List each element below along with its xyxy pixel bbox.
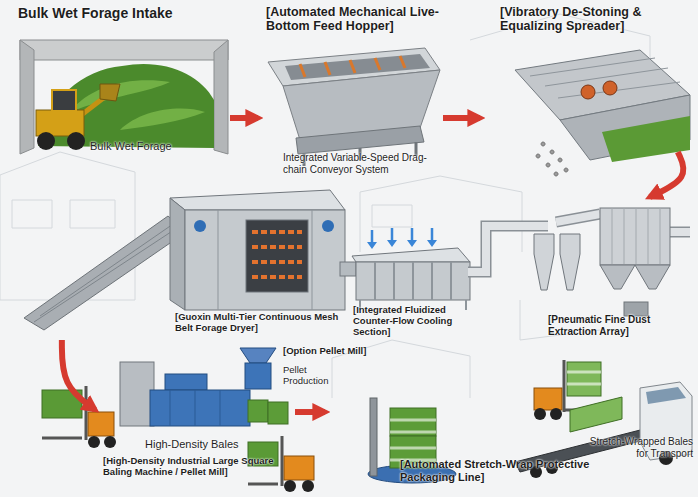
bag-filter-house bbox=[600, 208, 670, 265]
dust-hoppers bbox=[600, 265, 670, 289]
trailer-load bbox=[570, 397, 622, 432]
stage-title: [Automated Mechanical Live-Bottom Feed H… bbox=[266, 5, 440, 34]
wrapper-mast bbox=[370, 398, 377, 476]
forklift-wheel bbox=[534, 408, 546, 420]
baler-press-tower bbox=[120, 362, 154, 426]
stage-caption: Bulk Wet Forage bbox=[90, 140, 210, 153]
loader-bucket bbox=[100, 84, 120, 101]
flow-arrow bbox=[650, 152, 684, 197]
flow-arrow bbox=[62, 340, 95, 410]
dryer-side bbox=[170, 198, 185, 310]
cooler-sections bbox=[360, 262, 466, 310]
dryer-top bbox=[170, 190, 345, 210]
cooling-air-arrows bbox=[372, 228, 432, 244]
screen-mesh bbox=[530, 58, 680, 98]
process-stage: Bulk Wet Forage IntakeBulk Wet Forage bbox=[10, 2, 230, 162]
heated-mesh-belts bbox=[252, 232, 302, 277]
flow-arrow bbox=[295, 409, 325, 415]
cooling-air-heads bbox=[367, 240, 437, 249]
stage-caption: Pellet Production bbox=[283, 365, 343, 387]
spread-forage-mat bbox=[602, 116, 690, 162]
stage-caption: Stretch-Wrapped Bales for Transport bbox=[588, 436, 693, 459]
bunker-back-wall bbox=[20, 40, 228, 60]
forklift-wheel bbox=[284, 480, 296, 492]
stage-title: Bulk Wet Forage Intake bbox=[18, 5, 223, 21]
stage-caption: Integrated Variable-Speed Drag-chain Con… bbox=[283, 152, 433, 175]
removed-stones bbox=[536, 142, 568, 176]
baler-ribs bbox=[170, 390, 220, 426]
bunker-side-wall bbox=[20, 40, 34, 154]
truck-windshield bbox=[646, 387, 686, 404]
process-stage: [Automated Stretch-Wrap Protective Packa… bbox=[325, 400, 698, 497]
forage-highlight bbox=[70, 80, 205, 130]
stage-title: [Pneumatic Fine Dust Extraction Array] bbox=[548, 314, 690, 337]
cooler-top bbox=[352, 248, 470, 262]
flow-arrow bbox=[230, 115, 258, 121]
cyclone-separators bbox=[534, 234, 580, 290]
drag-chain-flights bbox=[300, 56, 405, 77]
forklift-wheel bbox=[302, 480, 314, 492]
brand-logo bbox=[322, 220, 334, 232]
process-stage: [Automated Mechanical Live-Bottom Feed H… bbox=[258, 2, 443, 187]
transfer-chute bbox=[340, 262, 356, 276]
process-stage: [Option Pellet Mill] Pellet Production bbox=[235, 343, 385, 398]
dust-bin bbox=[624, 302, 648, 316]
pellet-mill-feeder bbox=[240, 348, 276, 363]
forklift-wheel bbox=[88, 436, 100, 448]
filter-panels bbox=[612, 208, 660, 265]
forklift-mast bbox=[42, 386, 86, 440]
pellet-mill-body bbox=[245, 363, 271, 389]
stage-title: [Vibratory De-Stoning & Equalizing Sprea… bbox=[500, 5, 690, 34]
process-stage: [Integrated Fluidized Counter-Flow Cooli… bbox=[345, 225, 475, 345]
stage-caption: [High-Density Industrial Large Square Ba… bbox=[103, 456, 295, 478]
stage-title: [Guoxin Multi-Tier Continuous Mesh Belt … bbox=[175, 312, 340, 334]
forklift-body bbox=[284, 456, 314, 480]
forage-bale bbox=[42, 390, 82, 418]
stage-title: [Automated Stretch-Wrap Protective Packa… bbox=[400, 458, 640, 483]
wrapped-pallet bbox=[567, 362, 601, 396]
infeed-conveyor bbox=[24, 216, 186, 330]
flow-arrow bbox=[443, 115, 480, 121]
vibratory-motor bbox=[603, 81, 617, 95]
stretch-film bbox=[390, 420, 436, 460]
process-stage: [Pneumatic Fine Dust Extraction Array] bbox=[480, 197, 695, 345]
loader-cab bbox=[52, 90, 76, 111]
forklift-body bbox=[88, 412, 114, 436]
process-stage: [Vibratory De-Stoning & Equalizing Sprea… bbox=[480, 2, 695, 152]
stage-title: High-Density Bales bbox=[145, 438, 265, 451]
forklift-wheel bbox=[104, 436, 116, 448]
conveyor-belt-lines bbox=[34, 222, 180, 322]
baler-feed-hopper bbox=[165, 374, 207, 390]
process-stage: High-Density Bales [High-Density Industri… bbox=[95, 400, 295, 497]
baler-chamber bbox=[150, 390, 250, 426]
process-stage: [Guoxin Multi-Tier Continuous Mesh Belt … bbox=[20, 190, 342, 340]
forklift-body bbox=[534, 388, 562, 410]
vibratory-motor bbox=[581, 85, 595, 99]
stretch-film bbox=[567, 372, 601, 384]
high-density-bale bbox=[268, 402, 288, 424]
dryer-panels bbox=[218, 210, 312, 310]
dryer-front bbox=[185, 210, 345, 310]
high-density-bale bbox=[248, 400, 268, 422]
stage-title: [Integrated Fluidized Counter-Flow Cooli… bbox=[353, 305, 475, 338]
stage-title: [Option Pellet Mill] bbox=[283, 346, 385, 357]
loader-wheel bbox=[67, 132, 85, 150]
bunker-side-wall bbox=[214, 40, 228, 154]
dryer-viewport bbox=[246, 220, 308, 292]
loader-wheel bbox=[37, 132, 55, 150]
brand-logo bbox=[194, 220, 206, 232]
forklift-wheel bbox=[550, 408, 562, 420]
